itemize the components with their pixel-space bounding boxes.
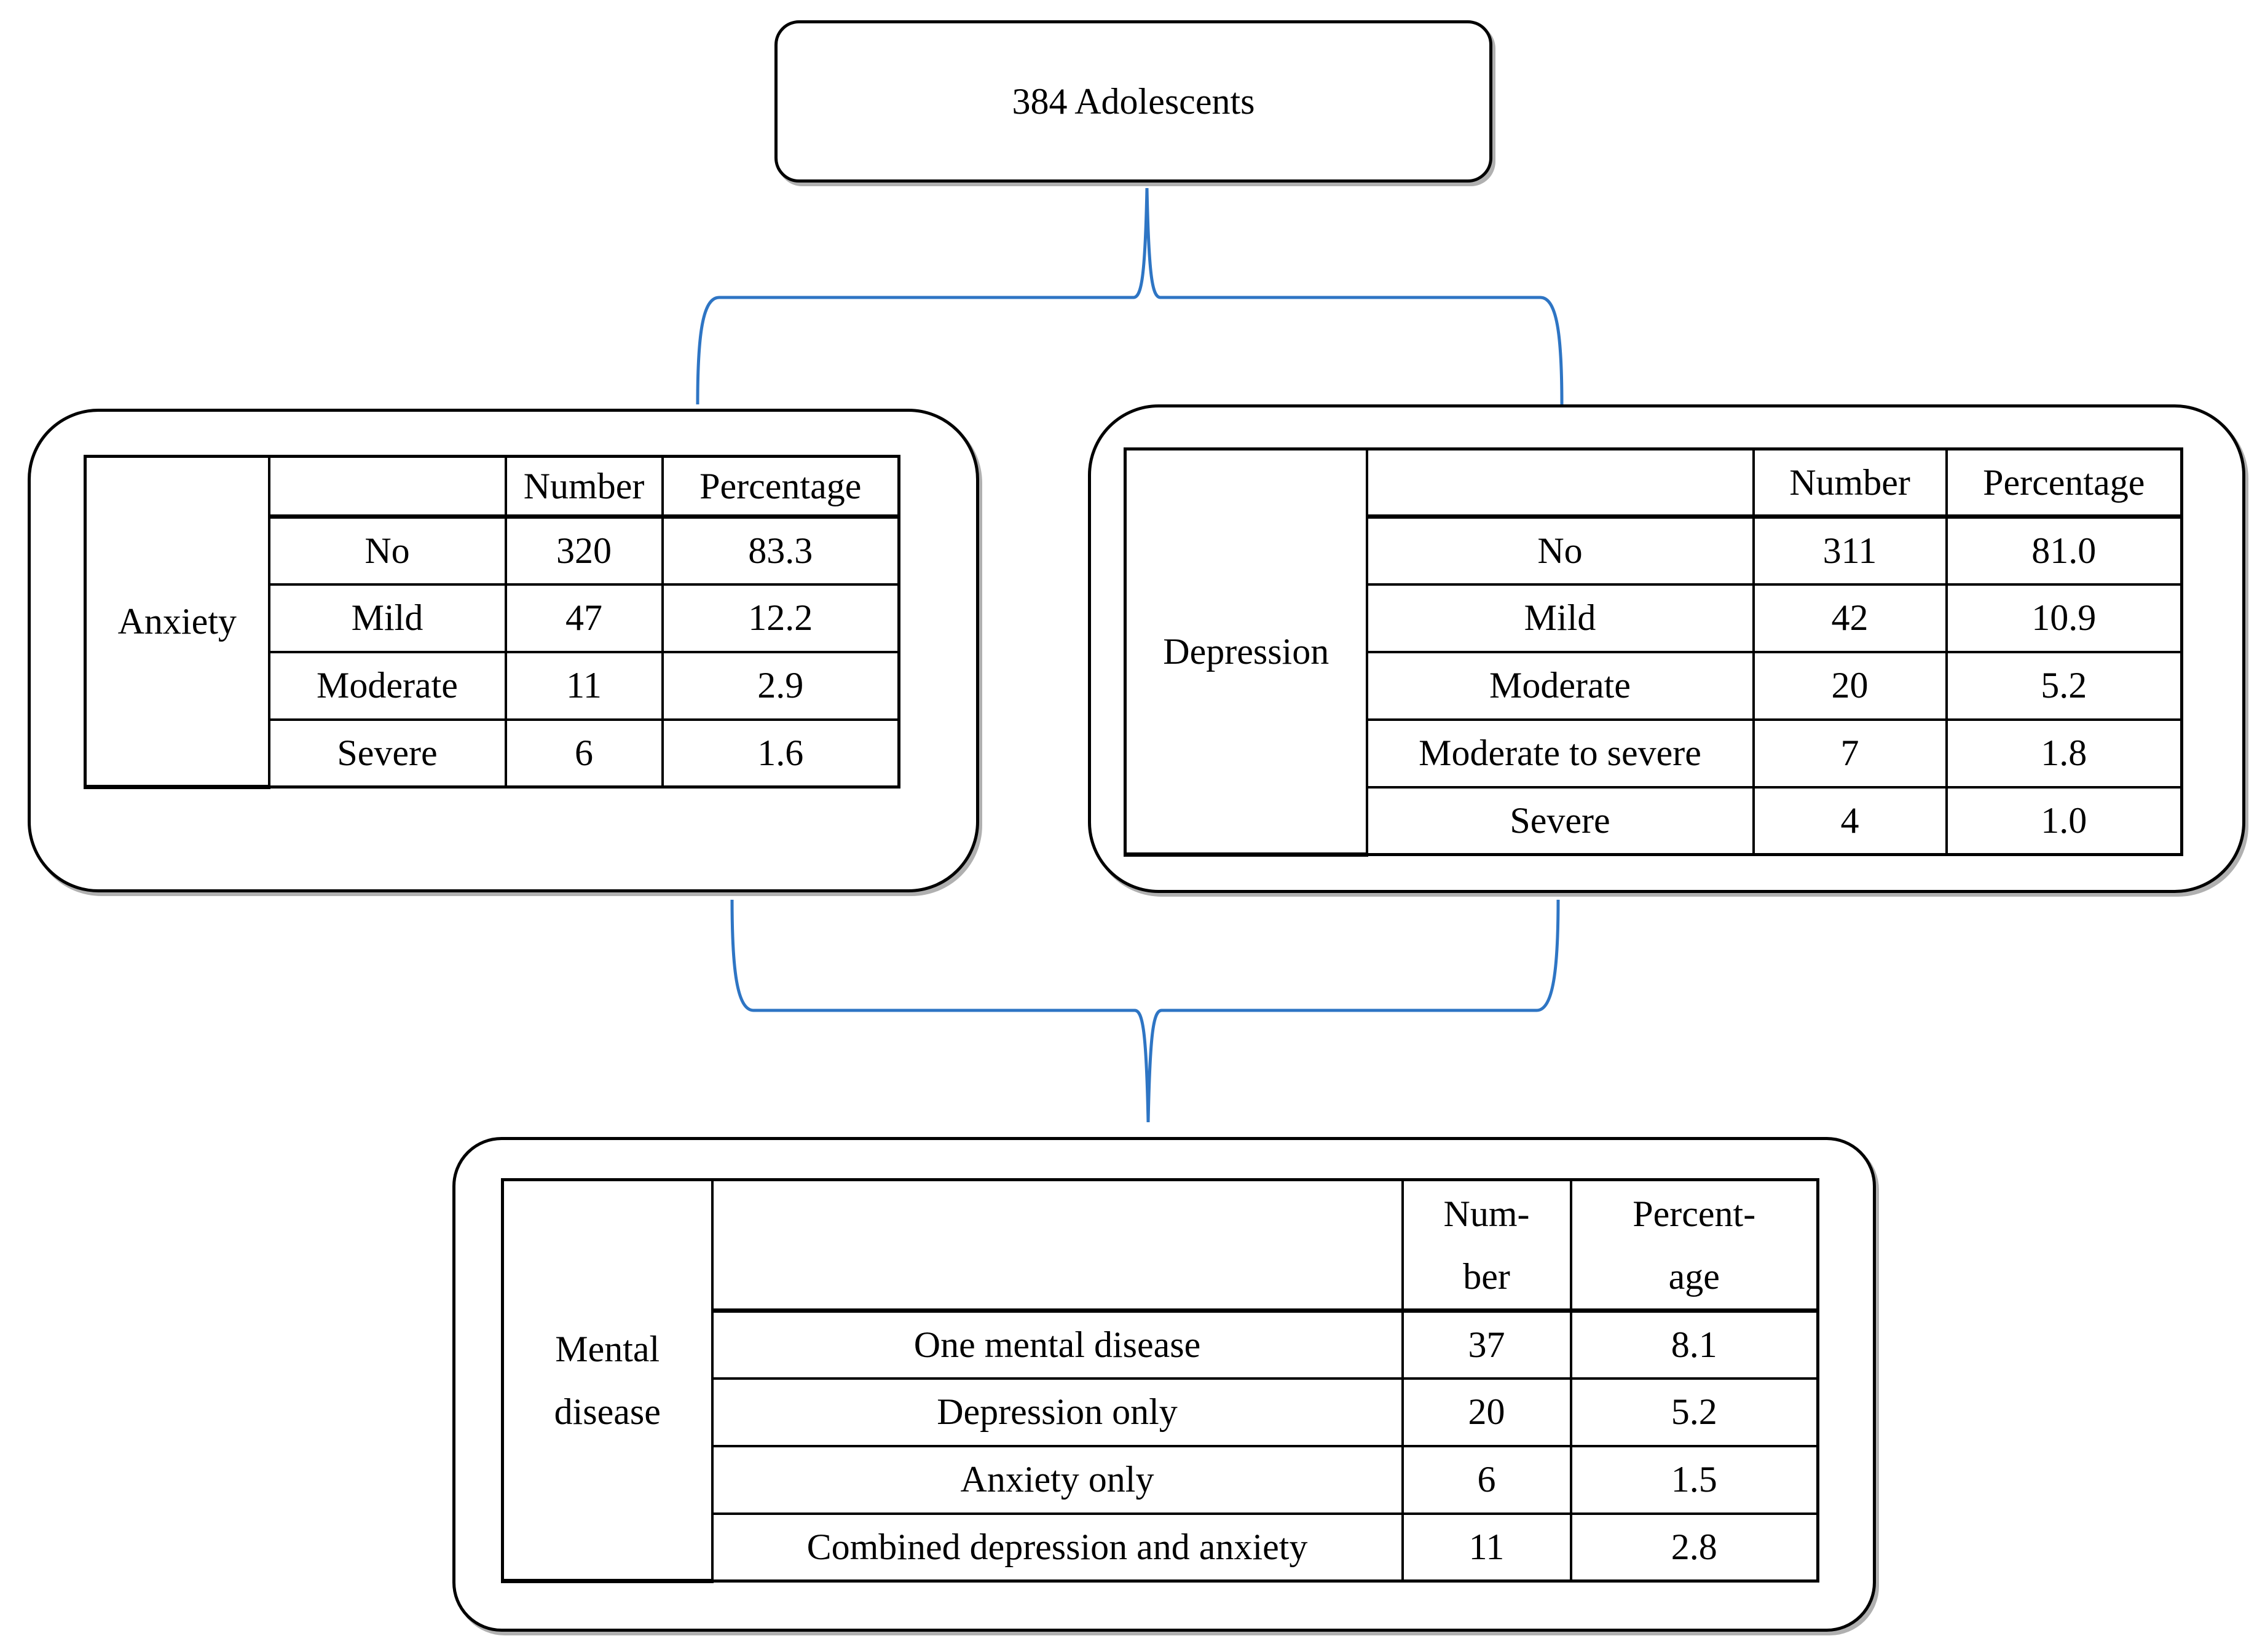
column-header-percentage: Percent- age: [1569, 1178, 1819, 1313]
mental-label-line1: Mental: [555, 1328, 660, 1369]
number-header-line2: ber: [1463, 1256, 1510, 1297]
column-header-number: Num- ber: [1401, 1178, 1572, 1313]
number-cell: 11: [504, 650, 664, 721]
table-row: Moderate to severe 7 1.8: [1125, 718, 2183, 789]
percentage-cell: 2.8: [1569, 1512, 1819, 1583]
depression-table: Depression Number Percentage No 311 81.0…: [1124, 447, 2183, 857]
percentage-cell: 1.8: [1945, 718, 2183, 789]
percentage-cell: 8.1: [1569, 1309, 1819, 1380]
number-cell: 311: [1752, 515, 1948, 586]
empty-header-cell: [1365, 447, 1755, 519]
category-cell: Moderate: [1365, 650, 1755, 721]
category-cell: Mild: [1365, 583, 1755, 653]
table-row: Combined depression and anxiety 11 2.8: [503, 1512, 1819, 1583]
percentage-cell: 5.2: [1945, 650, 2183, 721]
adolescents-box: 384 Adolescents: [774, 20, 1492, 183]
number-cell: 37: [1401, 1309, 1572, 1380]
table-row: One mental disease 37 8.1: [503, 1309, 1819, 1380]
table-row: Depression only 20 5.2: [503, 1377, 1819, 1447]
number-cell: 320: [504, 515, 664, 586]
empty-header-cell: [267, 455, 507, 519]
category-cell: Anxiety only: [711, 1444, 1404, 1515]
category-cell: Mild: [267, 583, 507, 653]
percentage-cell: 2.9: [661, 650, 900, 721]
table-row: Moderate 20 5.2: [1125, 650, 2183, 721]
percentage-header-line2: age: [1668, 1256, 1720, 1297]
percentage-cell: 1.6: [661, 718, 900, 789]
number-cell: 20: [1752, 650, 1948, 721]
percentage-cell: 12.2: [661, 583, 900, 653]
category-cell: One mental disease: [711, 1309, 1404, 1380]
table-header-row: Depression Number Percentage: [1124, 447, 2183, 857]
percentage-cell: 1.5: [1569, 1444, 1819, 1515]
percentage-cell: 83.3: [661, 515, 900, 586]
category-cell: Severe: [1365, 785, 1755, 856]
table-row: No 311 81.0: [1125, 515, 2183, 586]
table-header-row: Mental disease Num- ber Percent- age: [501, 1178, 1819, 1583]
category-cell: No: [267, 515, 507, 586]
table-row: Moderate 11 2.9: [85, 650, 900, 721]
upper-brace-connector: [696, 187, 1564, 405]
percentage-cell: 1.0: [1945, 785, 2183, 856]
number-cell: 6: [1401, 1444, 1572, 1515]
percentage-header-line1: Percent-: [1633, 1193, 1756, 1234]
number-cell: 42: [1752, 583, 1948, 653]
anxiety-row-label: Anxiety: [84, 455, 270, 789]
table-row: No 320 83.3: [85, 515, 900, 586]
number-cell: 20: [1401, 1377, 1572, 1447]
anxiety-table: Anxiety Number Percentage No 320 83.3 Mi…: [84, 455, 900, 789]
category-cell: Severe: [267, 718, 507, 789]
mental-disease-table: Mental disease Num- ber Percent- age One…: [501, 1178, 1819, 1583]
table-header-row: Anxiety Number Percentage: [84, 455, 900, 789]
empty-header-cell: [711, 1178, 1404, 1313]
number-header-line1: Num-: [1443, 1193, 1530, 1234]
mental-label-line2: disease: [554, 1391, 661, 1432]
category-cell: No: [1365, 515, 1755, 586]
category-cell: Depression only: [711, 1377, 1404, 1447]
percentage-cell: 10.9: [1945, 583, 2183, 653]
number-cell: 7: [1752, 718, 1948, 789]
percentage-cell: 5.2: [1569, 1377, 1819, 1447]
column-header-percentage: Percentage: [1945, 447, 2183, 519]
table-row: Mild 42 10.9: [1125, 583, 2183, 653]
lower-brace-connector: [730, 899, 1560, 1123]
number-cell: 47: [504, 583, 664, 653]
column-header-percentage: Percentage: [661, 455, 900, 519]
category-cell: Combined depression and anxiety: [711, 1512, 1404, 1583]
depression-row-label: Depression: [1124, 447, 1368, 857]
adolescents-label: 384 Adolescents: [1012, 81, 1255, 122]
category-cell: Moderate to severe: [1365, 718, 1755, 789]
number-cell: 6: [504, 718, 664, 789]
percentage-cell: 81.0: [1945, 515, 2183, 586]
number-cell: 11: [1401, 1512, 1572, 1583]
column-header-number: Number: [1752, 447, 1948, 519]
table-row: Severe 6 1.6: [85, 718, 900, 789]
category-cell: Moderate: [267, 650, 507, 721]
table-row: Severe 4 1.0: [1125, 785, 2183, 856]
column-header-number: Number: [504, 455, 664, 519]
table-row: Anxiety only 6 1.5: [503, 1444, 1819, 1515]
mental-disease-row-label: Mental disease: [501, 1178, 714, 1583]
table-row: Mild 47 12.2: [85, 583, 900, 653]
number-cell: 4: [1752, 785, 1948, 856]
